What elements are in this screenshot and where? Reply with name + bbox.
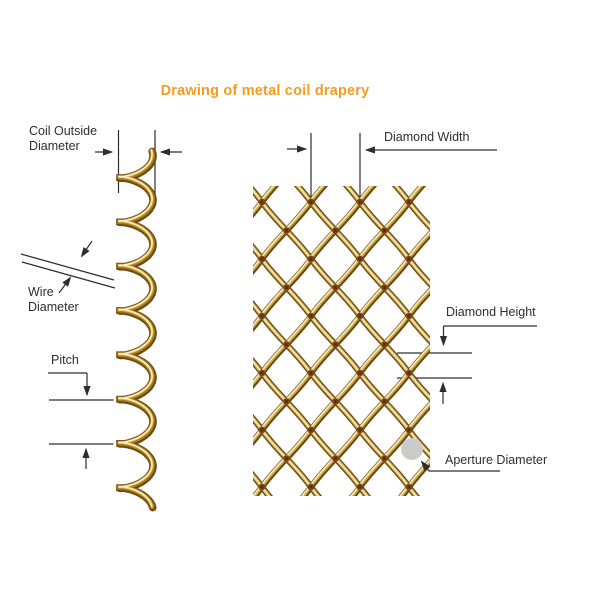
wire-diameter-tangent-top [20,253,115,281]
coil-wire-stroke [117,148,154,508]
diamond-height-label: Diamond Height [446,305,536,319]
wire-diameter-arrow-down-icon [80,240,93,258]
pitch-label: Pitch [51,353,79,367]
wire-diameter-label: Wire Diameter [28,285,79,314]
page-title: Drawing of metal coil drapery [160,83,370,99]
aperture-arrow-icon [420,460,430,472]
mesh-panel-drawing [253,186,430,496]
wire-diameter-arrow-up-icon [58,276,72,294]
aperture-circle [401,438,423,460]
diamond-width-label: Diamond Width [384,130,470,144]
aperture-diameter-label: Aperture Diameter [445,453,548,467]
wire-diameter-tangent-bottom [21,261,116,289]
coil-wire-stroke [118,149,153,507]
coil-outside-diameter-label: Coil Outside Diameter [29,124,98,153]
coil-spiral-drawing [116,147,157,512]
